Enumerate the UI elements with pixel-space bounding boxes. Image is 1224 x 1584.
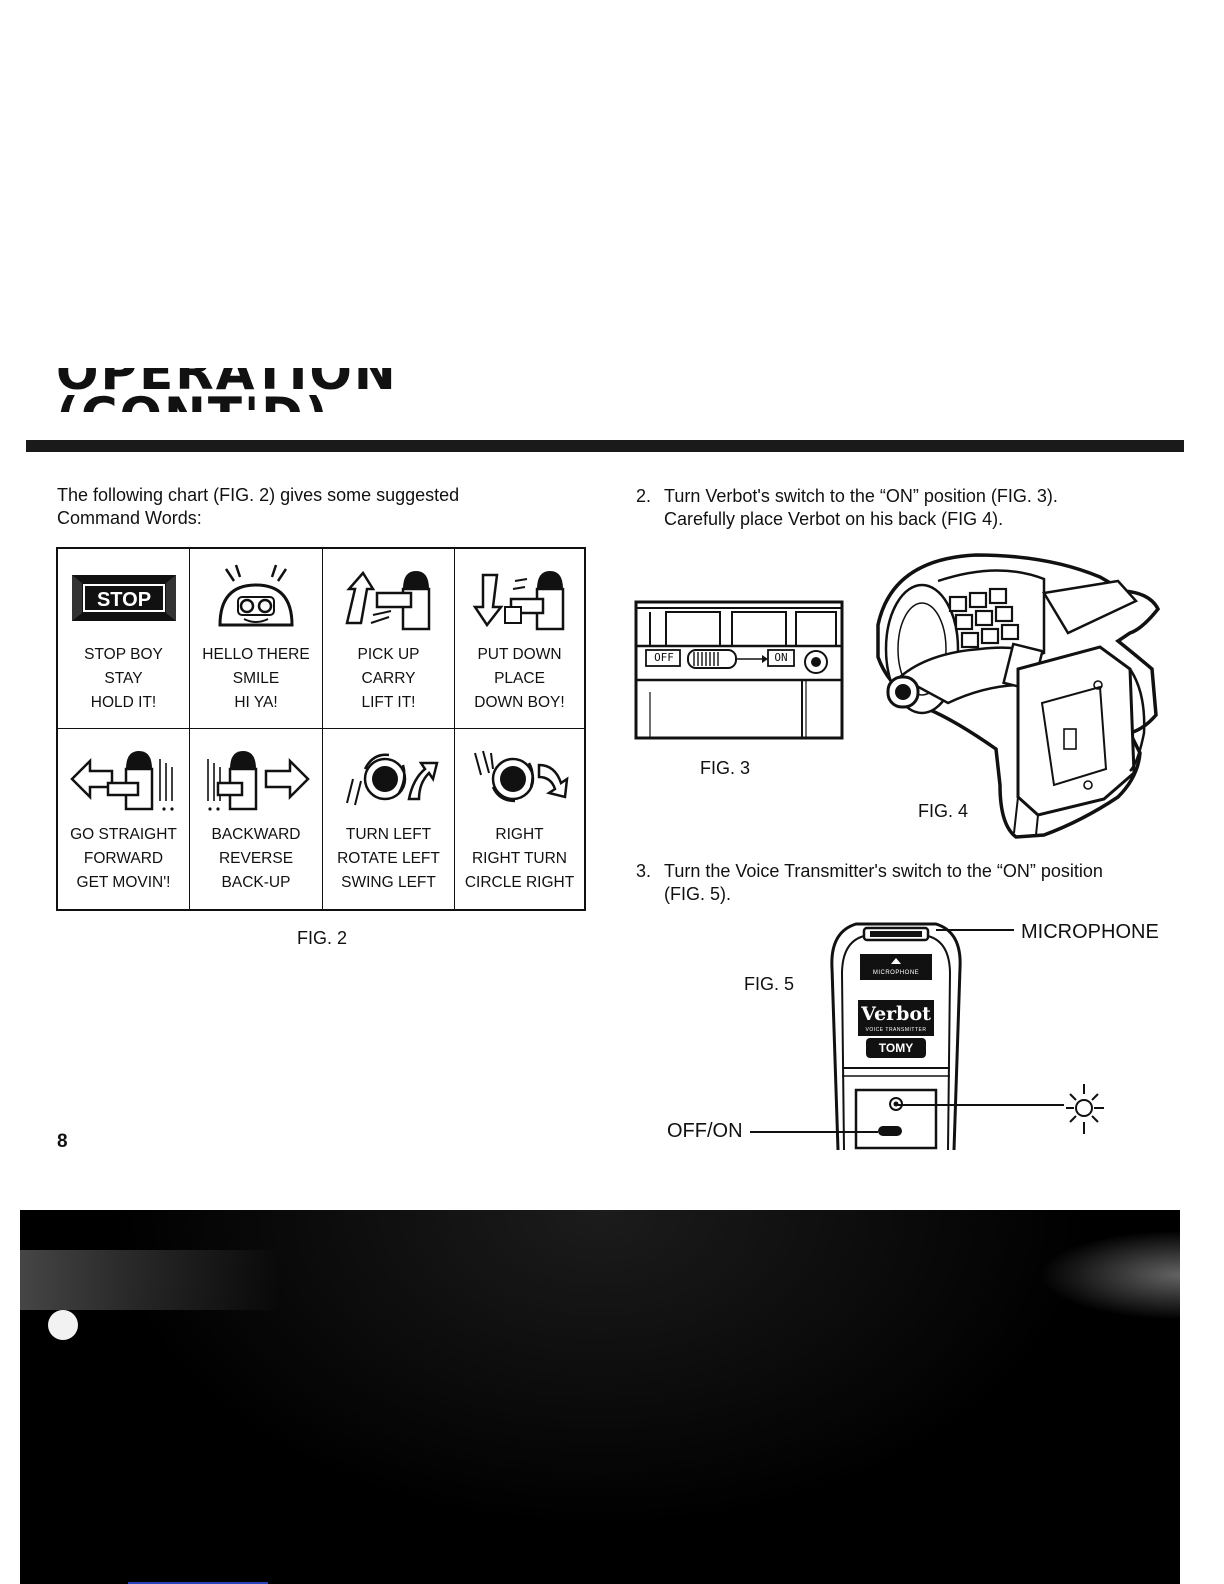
robot-turn-right-icon xyxy=(465,739,574,815)
chart-cell-turn-right: RIGHT RIGHT TURN CIRCLE RIGHT xyxy=(455,729,584,909)
off-on-callout: OFF/ON xyxy=(667,1120,743,1142)
fig3-switch-illustration: OFF ON xyxy=(634,600,846,742)
chart-cell-backward: BACKWARD REVERSE BACK-UP xyxy=(190,729,323,909)
command-word: HI YA! xyxy=(234,694,278,711)
command-word: CIRCLE RIGHT xyxy=(464,874,575,891)
chart-cell-forward: GO STRAIGHT FORWARD GET MOVIN'! xyxy=(58,729,190,909)
svg-text:STOP: STOP xyxy=(97,589,151,611)
command-word: PLACE xyxy=(494,670,545,687)
device-mic-label: MICROPHONE xyxy=(872,970,920,976)
microphone-callout-line xyxy=(936,929,1014,931)
fig2-caption: FIG. 2 xyxy=(297,928,348,948)
light-sun-icon xyxy=(1060,1080,1112,1136)
header-rule xyxy=(26,440,1184,452)
command-word: STAY xyxy=(104,670,143,687)
command-word: BACK-UP xyxy=(221,874,291,891)
page-number: 8 xyxy=(57,1131,68,1152)
command-word: GET MOVIN'! xyxy=(76,874,171,891)
robot-arm-down-icon xyxy=(465,559,574,635)
stop-sign-icon: STOP xyxy=(68,559,179,635)
section-title: OPERATION (CONT'D) xyxy=(56,368,398,412)
command-word: GO STRAIGHT xyxy=(70,826,177,843)
command-words-chart: STOP STOP BOY STAY HOLD IT! HELLO THER xyxy=(56,547,586,911)
command-word: DOWN BOY! xyxy=(474,694,565,711)
chart-cell-pick-up: PICK UP CARRY LIFT IT! xyxy=(323,549,455,729)
command-word: PICK UP xyxy=(357,646,420,663)
command-word: BACKWARD xyxy=(211,826,301,843)
chart-cell-stop: STOP STOP BOY STAY HOLD IT! xyxy=(58,549,190,729)
intro-text: The following chart (FIG. 2) gives some … xyxy=(57,485,460,528)
robot-backward-arrow-icon xyxy=(200,739,312,815)
command-word: STOP BOY xyxy=(84,646,163,663)
step-text: Turn the Voice Transmitter's switch to t… xyxy=(664,861,1103,904)
fig3-caption: FIG. 3 xyxy=(700,758,751,778)
command-word: LIFT IT! xyxy=(361,694,416,711)
command-word: ROTATE LEFT xyxy=(337,850,440,867)
step-number: 3. xyxy=(636,861,652,881)
chart-cell-hello: HELLO THERE SMILE HI YA! xyxy=(190,549,323,729)
command-word: SWING LEFT xyxy=(341,874,436,891)
command-word: FORWARD xyxy=(83,850,164,867)
chart-cell-turn-left: TURN LEFT ROTATE LEFT SWING LEFT xyxy=(323,729,455,909)
robot-turn-left-icon xyxy=(333,739,444,815)
fig4-robot-illustration xyxy=(868,553,1164,839)
fig5-voice-transmitter: MICROPHONE Verbot VOICE TRANSMITTER TOMY xyxy=(826,918,966,1152)
smiling-robot-face-icon xyxy=(200,559,312,635)
command-word: HOLD IT! xyxy=(90,694,157,711)
switch-callout-line xyxy=(750,1131,878,1133)
device-maker-logo: TOMY xyxy=(878,1041,914,1055)
fig4-caption: FIG. 4 xyxy=(918,801,969,821)
command-word: RIGHT TURN xyxy=(471,850,567,867)
command-word: PUT DOWN xyxy=(477,646,562,663)
command-word: RIGHT xyxy=(495,826,544,843)
robot-forward-arrow-icon xyxy=(68,739,179,815)
robot-arm-up-icon xyxy=(333,559,444,635)
switch-off-label: OFF xyxy=(654,651,674,664)
command-word: REVERSE xyxy=(218,850,294,867)
scan-dark-region xyxy=(20,1210,1180,1584)
step-number: 2. xyxy=(636,486,652,506)
device-brand-logo: Verbot xyxy=(861,1003,931,1025)
command-word: TURN LEFT xyxy=(345,826,432,843)
step-text: Turn Verbot's switch to the “ON” positio… xyxy=(664,486,1058,529)
light-callout-line xyxy=(896,1104,1064,1106)
switch-on-label: ON xyxy=(774,651,788,664)
command-word: CARRY xyxy=(361,670,416,687)
device-subtitle: VOICE TRANSMITTER xyxy=(865,1027,927,1033)
fig5-caption: FIG. 5 xyxy=(744,974,795,994)
microphone-callout: MICROPHONE xyxy=(1021,921,1159,943)
command-word: HELLO THERE xyxy=(202,646,310,663)
command-word: SMILE xyxy=(232,670,280,687)
chart-cell-put-down: PUT DOWN PLACE DOWN BOY! xyxy=(455,549,584,729)
